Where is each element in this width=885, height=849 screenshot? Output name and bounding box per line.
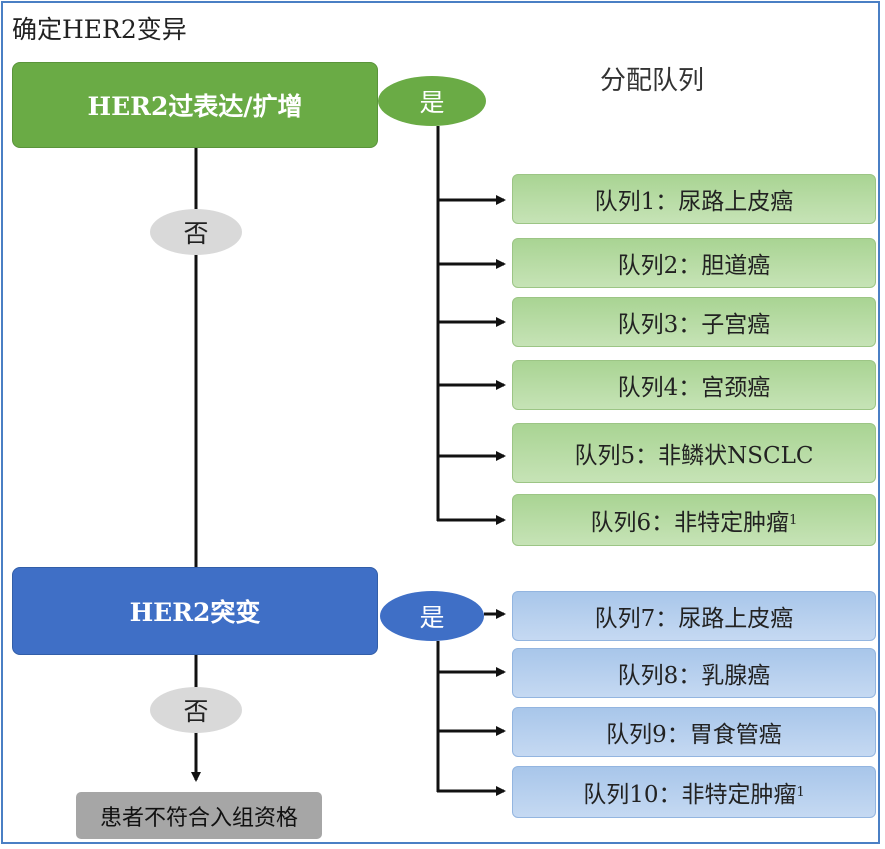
no-oval-overexpression: 否 — [150, 209, 242, 255]
cohort-box-5: 队列5：非鳞状NSCLC — [512, 423, 876, 483]
cohort-label: 队列2：胆道癌 — [617, 253, 771, 279]
her2-overexpression-box: HER2过表达/扩增 — [12, 62, 378, 148]
no-oval-mutation: 否 — [150, 687, 242, 733]
footnote-mark: 1 — [796, 784, 805, 800]
her2-mutation-box: HER2突变 — [12, 567, 378, 655]
cohort-box-8: 队列8：乳腺癌 — [512, 648, 876, 698]
cohort-label: 队列6：非特定肿瘤 — [590, 510, 790, 536]
ineligible-box: 患者不符合入组资格 — [76, 792, 322, 839]
cohort-box-4: 队列4：宫颈癌 — [512, 360, 876, 410]
diagram-title: 确定HER2变异 — [12, 15, 187, 44]
cohort-label: 队列7：尿路上皮癌 — [594, 606, 794, 632]
cohort-label: 队列3：子宫癌 — [617, 312, 771, 338]
cohort-box-9: 队列9：胃食管癌 — [512, 707, 876, 757]
yes-oval-overexpression: 是 — [378, 76, 486, 126]
cohort-box-3: 队列3：子宫癌 — [512, 297, 876, 347]
cohort-box-1: 队列1：尿路上皮癌 — [512, 174, 876, 224]
cohort-label: 队列8：乳腺癌 — [617, 663, 771, 689]
footnote-mark: 1 — [789, 512, 798, 528]
cohort-label: 队列10：非特定肿瘤 — [583, 782, 797, 808]
cohort-label: 队列4：宫颈癌 — [617, 375, 771, 401]
cohort-label: 队列9：胃食管癌 — [606, 722, 782, 748]
cohort-box-7: 队列7：尿路上皮癌 — [512, 591, 876, 641]
assign-cohort-label: 分配队列 — [600, 66, 705, 96]
yes-oval-mutation: 是 — [380, 591, 484, 641]
cohort-label: 队列5：非鳞状NSCLC — [574, 443, 814, 469]
cohort-label: 队列1：尿路上皮癌 — [594, 189, 794, 215]
cohort-box-2: 队列2：胆道癌 — [512, 238, 876, 288]
